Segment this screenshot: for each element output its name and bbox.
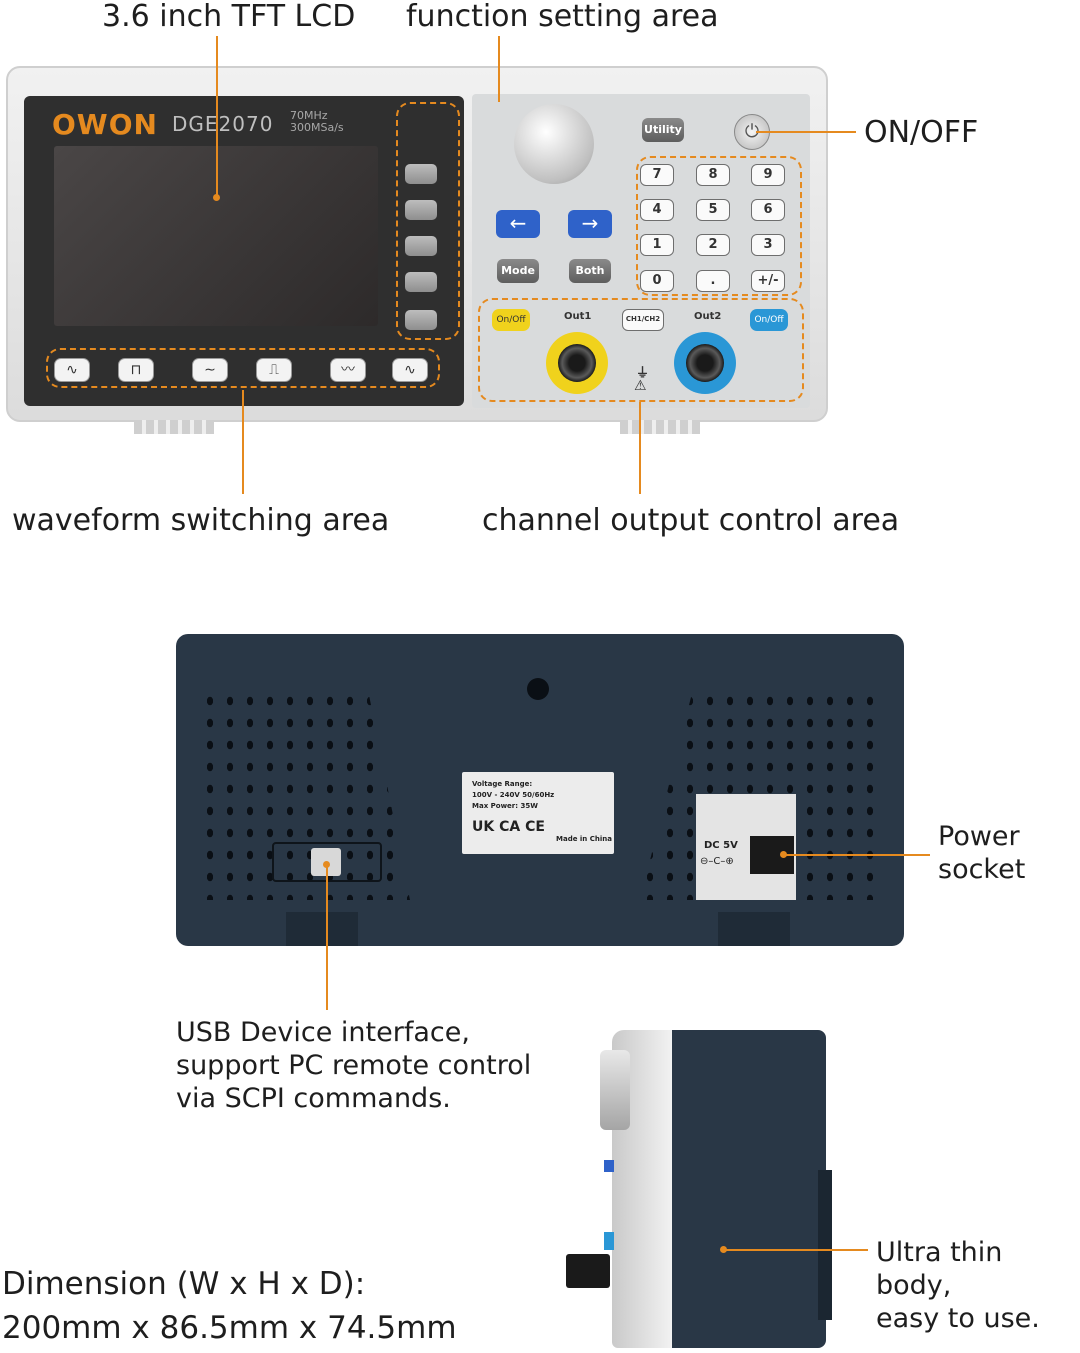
side-view-body [664,1030,826,1348]
ch2-onoff-button[interactable]: On/Off [750,309,788,331]
soft-key-4[interactable] [405,272,437,292]
wave-key-square[interactable]: ⊓ [118,358,154,382]
onoff-callout: ON/OFF [864,115,979,150]
key-9[interactable]: 9 [751,164,785,186]
voltage-range-label: Voltage Range: [472,780,533,788]
key-1[interactable]: 1 [640,234,674,256]
wave-key-sine[interactable]: ∿ [54,358,90,382]
key-sign[interactable]: +/- [751,270,785,292]
side-view-knob [600,1050,630,1130]
dimension-callout: Dimension (W x H x D): 200mm x 86.5mm x … [2,1266,457,1346]
numpad-area-outline [636,156,802,296]
thin-body-leader-dot [720,1246,727,1253]
voltage-value: 100V - 240V 50/60Hz [472,791,555,799]
side-view-bnc [566,1254,610,1288]
waveform-leader [242,390,244,494]
side-view-blue-key [604,1160,614,1172]
side-view-stand [818,1170,832,1320]
ch2-bnc-connector[interactable] [674,332,736,394]
waveform-area-outline [46,348,440,388]
key-2[interactable]: 2 [696,234,730,256]
key-8[interactable]: 8 [696,164,730,186]
usb-callout: USB Device interface, support PC remote … [176,1017,532,1114]
power-leader-dot [780,851,787,858]
front-foot-left [134,420,214,434]
function-area-outline [396,102,460,340]
out1-label: Out1 [564,311,592,322]
left-arrow-button[interactable]: ← [496,210,540,238]
rating-label: Voltage Range: 100V - 240V 50/60Hz Max P… [462,772,614,854]
rear-vent-left [200,690,410,900]
soft-key-2[interactable] [405,200,437,220]
key-5[interactable]: 5 [696,199,730,221]
soft-key-3[interactable] [405,236,437,256]
lcd-callout: 3.6 inch TFT LCD [102,0,356,34]
usb-leader-dot [323,861,330,868]
rear-screw-hole [527,678,549,700]
out2-label: Out2 [694,311,722,322]
lcd-leader-dot [213,194,220,201]
key-3[interactable]: 3 [751,234,785,256]
brand-logo: OWON [52,108,158,141]
key-dot[interactable]: . [696,270,730,292]
power-socket-callout: Power socket [938,821,1026,885]
front-foot-right [620,420,700,434]
channel-leader [639,402,641,494]
ch1-onoff-button[interactable]: On/Off [492,309,530,331]
max-power: Max Power: 35W [472,802,538,810]
ch1-bnc-connector[interactable] [546,332,608,394]
dc-label: DC 5V [704,840,738,851]
spec-label: 70MHz 300MSa/s [290,109,344,134]
channel-area-outline [478,298,804,402]
ground-icon: ⏚ [636,366,650,381]
thin-body-callout: Ultra thin body, easy to use. [876,1237,1040,1334]
channel-callout: channel output control area [482,503,900,538]
mode-button[interactable]: Mode [497,259,539,283]
rear-foot-right [718,912,790,946]
wave-key-pulse[interactable]: ⎍ [256,358,292,382]
function-leader [498,36,500,102]
key-4[interactable]: 4 [640,199,674,221]
rear-foot-left [286,912,358,946]
cert-marks: UK CA CE [472,819,545,835]
onoff-leader [756,131,856,133]
rotary-knob[interactable] [514,104,594,184]
function-area-callout: function setting area [406,0,719,34]
utility-button[interactable]: Utility [642,118,684,142]
model-label: DGE2070 [172,112,274,136]
wave-key-ramp[interactable]: ∼ [192,358,228,382]
wave-key-arb[interactable]: ∿ [392,358,428,382]
soft-key-1[interactable] [405,164,437,184]
thin-body-leader [724,1249,868,1251]
power-leader [784,854,930,856]
ch-switch-button[interactable]: CH1/CH2 [622,309,664,331]
lcd-leader [216,36,218,196]
wave-key-noise[interactable]: 〰 [330,358,366,382]
key-6[interactable]: 6 [751,199,785,221]
right-arrow-button[interactable]: → [568,210,612,238]
soft-key-5[interactable] [405,310,437,330]
side-view-ch2-key [604,1232,614,1250]
dc-polarity-icon: ⊖–C–⊕ [700,856,734,867]
both-button[interactable]: Both [569,259,611,283]
warning-icon: ⚠ [634,378,647,394]
waveform-callout: waveform switching area [12,503,390,538]
made-in-label: Made in China [556,835,612,843]
usb-leader [326,864,328,1010]
